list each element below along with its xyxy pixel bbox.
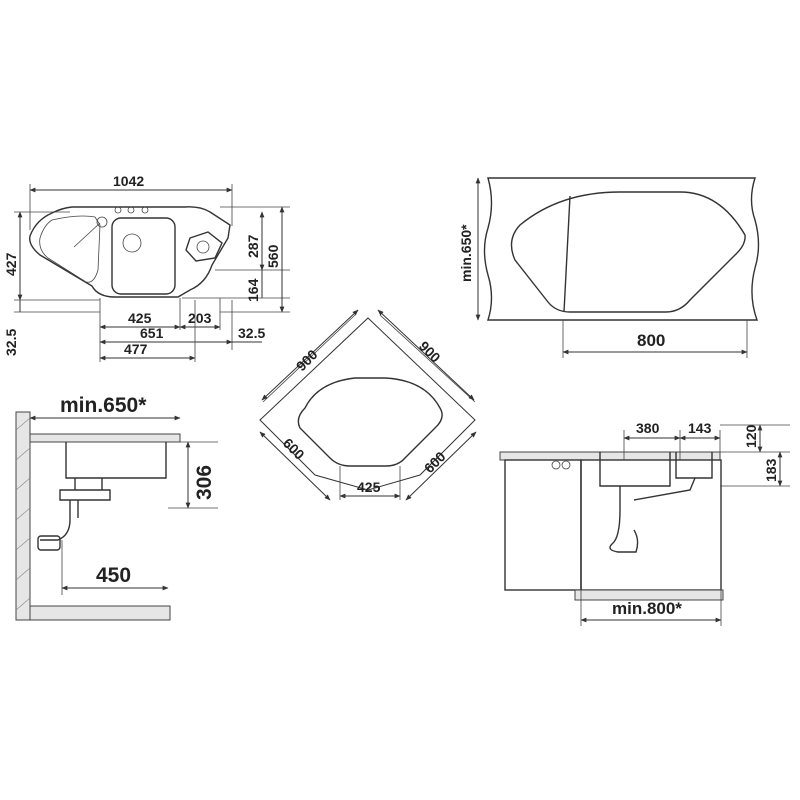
floor-right <box>574 589 724 601</box>
top-view: 1042 427 32.5 287 560 164 425 203 651 <box>3 173 290 362</box>
tap-hole <box>127 206 135 214</box>
dim-450: 450 <box>96 564 131 587</box>
dim-651: 651 <box>140 325 164 341</box>
main-bowl-drain <box>122 233 142 253</box>
dim-183: 183 <box>763 458 779 482</box>
tap-hole <box>114 206 122 214</box>
small-bowl <box>185 231 223 262</box>
dim-min-650-plan: min.650* <box>458 224 474 282</box>
dim-380: 380 <box>636 420 660 436</box>
corner-cabinet <box>259 317 476 491</box>
dim-425-corner: 425 <box>357 479 381 495</box>
dim-min-650-section: min.650* <box>60 394 147 417</box>
main-bowl <box>111 217 176 295</box>
sink-cutout <box>510 191 746 313</box>
dim-120: 120 <box>743 424 759 448</box>
dim-800: 800 <box>637 331 665 350</box>
section-right: 380 143 120 183 min.800* <box>499 420 790 626</box>
countertop <box>483 177 760 321</box>
dim-600-right: 600 <box>421 448 449 476</box>
bowl-section-right <box>599 452 713 487</box>
drainer-left <box>39 215 101 283</box>
sink-outline <box>29 206 231 298</box>
appliance-knob <box>551 460 561 470</box>
tap-hole <box>141 206 149 214</box>
dim-600-left: 600 <box>280 435 308 463</box>
bowl-divider <box>563 195 571 313</box>
bowl-section <box>65 442 167 479</box>
countertop-section <box>29 433 181 443</box>
dim-900-right: 900 <box>416 338 444 366</box>
cabinet-main <box>580 459 722 591</box>
dim-477: 477 <box>124 341 148 357</box>
drainer-arm <box>73 222 101 248</box>
plan-view: min.650* 800 <box>458 177 760 358</box>
wall-outlet <box>37 535 61 551</box>
dim-425: 425 <box>128 310 152 326</box>
corner-sink <box>297 377 443 467</box>
dim-287: 287 <box>245 234 261 258</box>
dim-203: 203 <box>188 310 212 326</box>
wall <box>15 411 31 621</box>
dim-427: 427 <box>3 252 19 276</box>
dim-32-5-left: 32.5 <box>3 329 19 356</box>
dim-143: 143 <box>688 420 712 436</box>
dim-164: 164 <box>245 278 261 302</box>
drain-plug-small <box>96 216 108 228</box>
small-bowl-drain <box>196 240 210 254</box>
appliance-knob <box>561 460 571 470</box>
section-left: min.650* 306 450 <box>15 394 218 621</box>
dim-32-5-right: 32.5 <box>238 325 265 341</box>
floor <box>29 605 171 621</box>
dim-min-800: min.800* <box>612 599 682 618</box>
dim-560: 560 <box>265 244 281 268</box>
dim-306: 306 <box>193 465 216 500</box>
trap-pipe-right <box>609 477 696 553</box>
cabinet-left <box>504 459 582 591</box>
corner-view: 900 900 600 600 425 <box>259 309 477 501</box>
countertop-right <box>499 451 721 461</box>
trap-pipe <box>40 478 111 541</box>
dim-1042: 1042 <box>113 173 144 189</box>
